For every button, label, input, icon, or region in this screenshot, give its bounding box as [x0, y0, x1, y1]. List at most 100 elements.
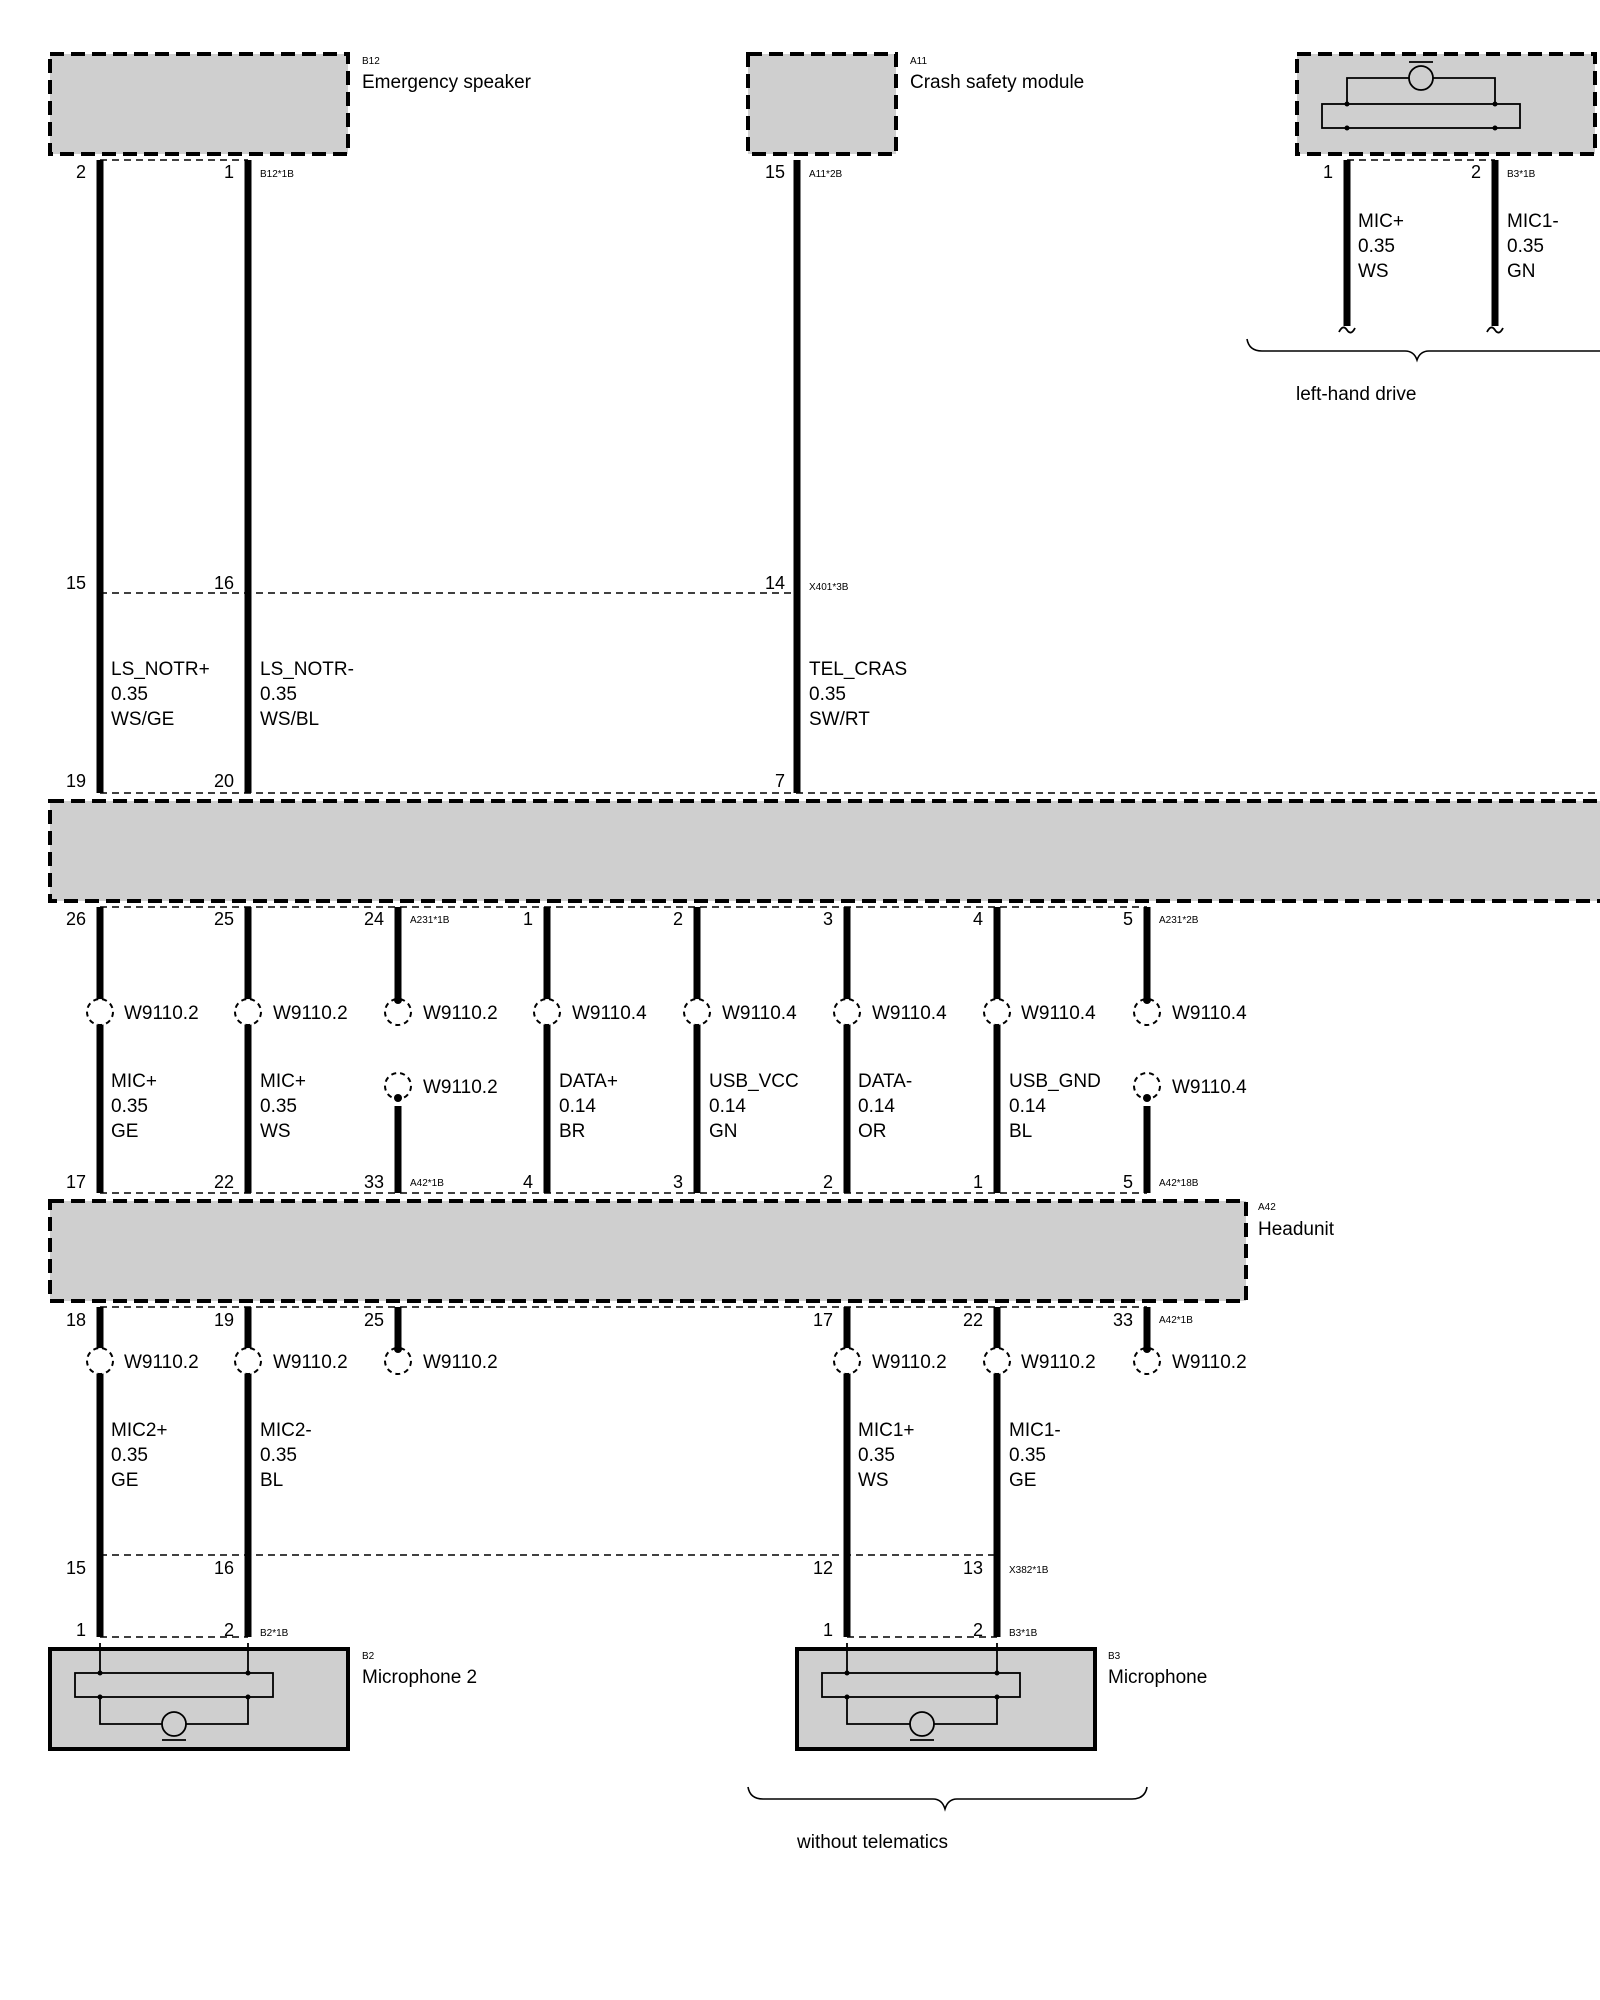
wire-label-ls-notr-minus: LS_NOTR- 0.35 WS/BL	[260, 659, 354, 730]
shield-label: W9110.2	[273, 1003, 348, 1024]
pin-number: 14	[765, 573, 785, 593]
pin-number: 12	[813, 1558, 833, 1578]
connector-a11-2b: A11*2B	[809, 169, 843, 180]
wire-signal: LS_NOTR+	[111, 659, 210, 680]
wire-color: OR	[858, 1121, 887, 1142]
shield-label: W9110.4	[1172, 1077, 1247, 1098]
pin-number: 19	[66, 771, 86, 791]
connector-b12-1b: B12*1B	[260, 169, 294, 180]
wire-label-mic-plus-ge: MIC+ 0.35 GE	[111, 1071, 157, 1142]
pin-number: 3	[673, 1172, 683, 1192]
pin-number: 5	[1123, 909, 1133, 929]
wire-size: 0.35	[1358, 236, 1395, 257]
pin-number: 33	[364, 1172, 384, 1192]
wire-signal: MIC+	[111, 1071, 157, 1092]
wire-label-mic2-plus: MIC2+ 0.35 GE	[111, 1420, 168, 1491]
pin-number: 1	[823, 1620, 833, 1640]
pin-number: 1	[76, 1620, 86, 1640]
wire-size: 0.35	[260, 1445, 297, 1466]
crash-safety-module-name: Crash safety module	[910, 72, 1084, 93]
pin-number: 25	[364, 1310, 384, 1330]
wire-color: WS/GE	[111, 709, 174, 730]
connector-a231-1b: A231*1B	[410, 915, 450, 926]
pin-number: 15	[66, 1558, 86, 1578]
wire-size: 0.14	[559, 1096, 596, 1117]
wire-signal: TEL_CRAS	[809, 659, 907, 680]
crash-safety-module-code: A11	[910, 56, 927, 67]
connector-a42-18b: A42*18B	[1159, 1178, 1199, 1189]
shield-label: W9110.2	[423, 1352, 498, 1373]
wire-color: GE	[111, 1121, 138, 1142]
pin-number: 33	[1113, 1310, 1133, 1330]
pin-number: 2	[973, 1620, 983, 1640]
wire-size: 0.14	[858, 1096, 895, 1117]
wire-label-lhd-mic1-minus: MIC1- 0.35 GN	[1507, 211, 1559, 282]
pin-number: 16	[214, 573, 234, 593]
lhd-brace	[1246, 338, 1600, 363]
pin-number: 5	[1123, 1172, 1133, 1192]
wire-size: 0.35	[1507, 236, 1544, 257]
wire-color: BR	[559, 1121, 585, 1142]
pin-number: 7	[775, 771, 785, 791]
pin-number: 26	[66, 909, 86, 929]
wire-color: WS	[1358, 261, 1389, 282]
pin-number: 4	[523, 1172, 533, 1192]
crash-safety-module-box[interactable]	[746, 52, 898, 156]
connector-a42-1b-bottom: A42*1B	[1159, 1315, 1193, 1326]
without-telematics-note: without telematics	[796, 1832, 948, 1853]
microphone-2-box[interactable]	[48, 1647, 350, 1751]
wire-break-icon	[1338, 326, 1356, 334]
microphone-box[interactable]	[795, 1647, 1097, 1751]
wire-label-data-plus: DATA+ 0.14 BR	[559, 1071, 618, 1142]
wire-label-mic-plus-ws: MIC+ 0.35 WS	[260, 1071, 306, 1142]
emergency-speaker-box[interactable]	[48, 52, 350, 156]
pin-number: 22	[214, 1172, 234, 1192]
without-telematics-brace	[747, 1786, 1148, 1812]
pin-number: 25	[214, 909, 234, 929]
wire-size: 0.35	[809, 684, 846, 705]
shield-label: W9110.2	[423, 1003, 498, 1024]
headunit-code: A42	[1258, 1202, 1276, 1213]
pin-numbers: 2 1 15 1 2 15 16 14 19 20 7 26 25 24 1 2…	[66, 162, 1481, 1640]
pin-number: 16	[214, 1558, 234, 1578]
wire-label-ls-notr-plus: LS_NOTR+ 0.35 WS/GE	[111, 659, 210, 730]
pin-number: 15	[66, 573, 86, 593]
connector-b3-1b-bottom: B3*1B	[1009, 1628, 1038, 1639]
connector-b2-1b: B2*1B	[260, 1628, 289, 1639]
wire-size: 0.35	[111, 684, 148, 705]
pin-number: 22	[963, 1310, 983, 1330]
pin-number: 1	[973, 1172, 983, 1192]
shield-label: W9110.2	[124, 1003, 199, 1024]
microphone-symbol-icon	[821, 1643, 1021, 1741]
connector-a231-2b: A231*2B	[1159, 915, 1199, 926]
pin-number: 3	[823, 909, 833, 929]
wire-size: 0.35	[111, 1445, 148, 1466]
wire-label-usb-vcc: USB_VCC 0.14 GN	[709, 1071, 799, 1142]
headunit-box[interactable]	[48, 1199, 1248, 1303]
unnamed-module-box[interactable]	[48, 799, 1600, 903]
wire-size: 0.35	[858, 1445, 895, 1466]
pin-number: 15	[765, 162, 785, 182]
wire-size: 0.35	[260, 684, 297, 705]
shield-label: W9110.4	[572, 1003, 647, 1024]
shield-label: W9110.4	[1172, 1003, 1247, 1024]
wire-label-usb-gnd: USB_GND 0.14 BL	[1009, 1071, 1101, 1142]
shield-label: W9110.2	[872, 1352, 947, 1373]
microphone-2-name: Microphone 2	[362, 1667, 477, 1688]
wire-size: 0.14	[709, 1096, 746, 1117]
pin-number: 1	[523, 909, 533, 929]
wire-color: WS	[858, 1470, 889, 1491]
shield-icons	[86, 996, 1161, 1375]
wire-color: GE	[111, 1470, 138, 1491]
wire-label-mic2-minus: MIC2- 0.35 BL	[260, 1420, 312, 1491]
connector-x382-1b: X382*1B	[1009, 1565, 1049, 1576]
wire-color: WS	[260, 1121, 291, 1142]
wire-size: 0.35	[260, 1096, 297, 1117]
pin-number: 2	[76, 162, 86, 182]
pin-number: 2	[673, 909, 683, 929]
lhd-note: left-hand drive	[1296, 384, 1416, 405]
wire-label-mic1-plus: MIC1+ 0.35 WS	[858, 1420, 915, 1491]
wire-color: GN	[1507, 261, 1536, 282]
wire-label-lhd-mic-plus: MIC+ 0.35 WS	[1358, 211, 1404, 282]
